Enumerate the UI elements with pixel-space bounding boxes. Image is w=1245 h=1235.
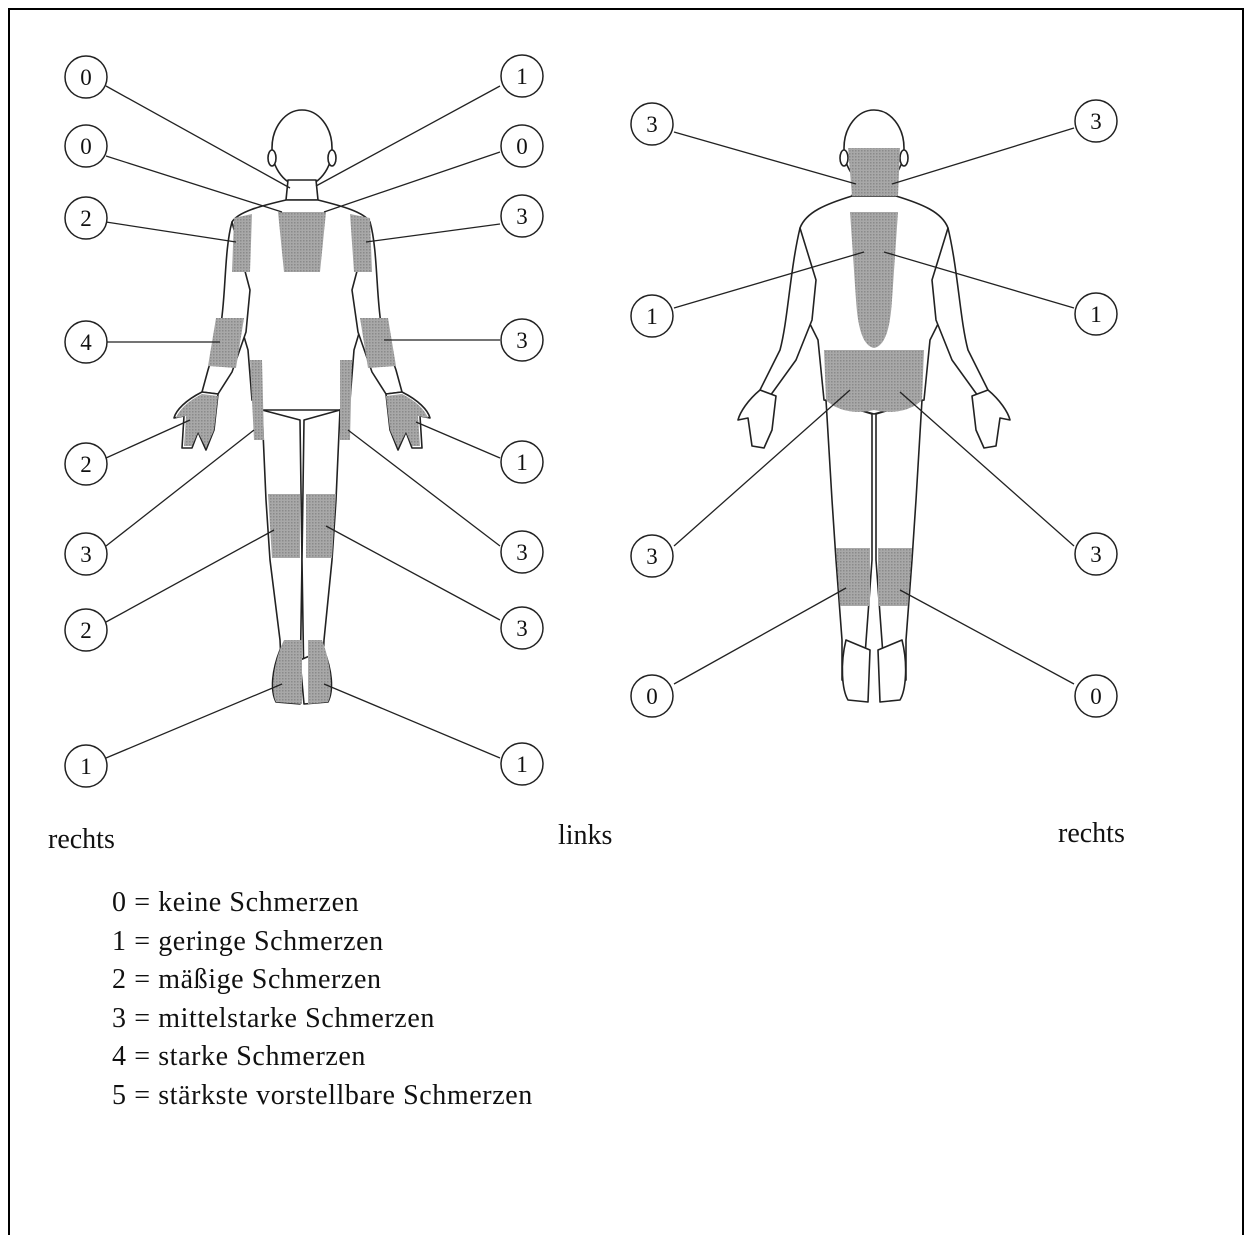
callout-value-front-left: 4 (80, 330, 92, 355)
callout-value-back-left: 3 (646, 544, 658, 569)
front-shade-left-hip (340, 360, 352, 440)
callout-value-back-right: 3 (1090, 542, 1102, 567)
legend-item: 3 = mittelstarke Schmerzen (112, 1000, 533, 1039)
callout-value-back-left: 1 (646, 304, 658, 329)
front-shade-left-forearm (360, 318, 396, 368)
callout-value-back-left: 0 (646, 684, 658, 709)
front-shade-right-shoulder (232, 214, 252, 272)
callout-value-front-right: 3 (516, 204, 528, 229)
callout-value-front-left: 0 (80, 65, 92, 90)
callout-value-front-left: 2 (80, 206, 92, 231)
callout-value-back-right: 3 (1090, 109, 1102, 134)
legend-item: 5 = stärkste vorstellbare Schmerzen (112, 1077, 533, 1116)
pain-body-map: 0 0 2 4 2 3 2 1 1 0 3 3 1 3 3 1 3 1 3 0 3 1 3 0 (0, 0, 1245, 820)
back-shade-buttocks (824, 350, 924, 412)
front-shade-right-hip (250, 360, 264, 440)
legend-item: 1 = geringe Schmerzen (112, 923, 533, 962)
callout-value-front-left: 1 (80, 754, 92, 779)
callout-value-back-right: 1 (1090, 302, 1102, 327)
legend-item: 4 = starke Schmerzen (112, 1038, 533, 1077)
front-shade-left-knee (306, 494, 336, 558)
callout-value-front-right: 1 (516, 64, 528, 89)
front-shade-right-foot (273, 640, 302, 704)
callout-value-front-right: 3 (516, 328, 528, 353)
callout-value-front-left: 3 (80, 542, 92, 567)
callout-value-front-right: 3 (516, 616, 528, 641)
label-rechts-front: rechts (48, 826, 115, 854)
callout-markers: 0 0 2 4 2 3 2 1 1 0 3 3 1 3 3 1 3 1 3 0 3 1 3 0 (65, 55, 1117, 787)
back-shade-left-calf (878, 548, 912, 606)
legend-item: 0 = keine Schmerzen (112, 884, 533, 923)
pain-scale-legend: 0 = keine Schmerzen 1 = geringe Schmerze… (112, 884, 533, 1115)
callout-value-front-right: 1 (516, 450, 528, 475)
front-shade-right-forearm (208, 318, 244, 368)
back-shade-neck (848, 148, 900, 196)
front-shade-chest (278, 212, 326, 272)
front-shade-left-foot (308, 640, 331, 704)
back-shade-right-calf (836, 548, 870, 606)
callout-value-back-right: 0 (1090, 684, 1102, 709)
front-shade-right-knee (268, 494, 300, 558)
callout-value-front-right: 3 (516, 540, 528, 565)
label-rechts-back: rechts (1058, 820, 1125, 848)
callout-value-back-left: 3 (646, 112, 658, 137)
legend-item: 2 = mäßige Schmerzen (112, 961, 533, 1000)
callout-value-front-left: 2 (80, 618, 92, 643)
callout-value-front-left: 0 (80, 134, 92, 159)
callout-value-front-right: 0 (516, 134, 528, 159)
label-links: links (558, 822, 612, 850)
callout-value-front-left: 2 (80, 452, 92, 477)
callout-value-front-right: 1 (516, 752, 528, 777)
